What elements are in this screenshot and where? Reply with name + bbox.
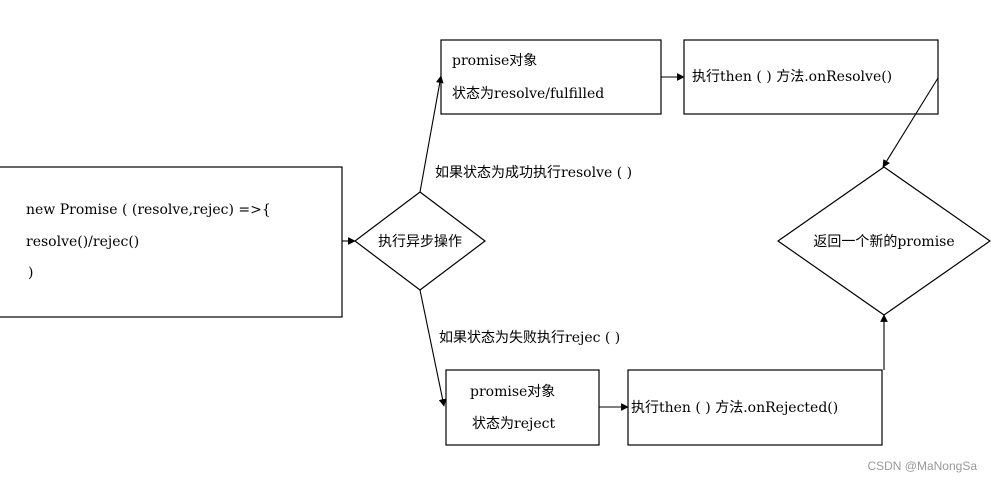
start-box: new Promise ( (resolve,rejec) =>{ resolv… [0, 166, 343, 318]
then-reject-box: 执行then ( ) 方法.onRejected() [627, 369, 883, 446]
then-reject-label: 执行then ( ) 方法.onRejected() [631, 400, 838, 416]
fulfilled-box: promise对象 状态为resolve/fulfilled [440, 39, 662, 115]
then-resolve-label: 执行then ( ) 方法.onResolve() [692, 69, 892, 85]
start-box-line3: ) [28, 265, 33, 281]
fulfilled-box-line2: 状态为resolve/fulfilled [452, 86, 604, 102]
rejected-box-line2: 状态为reject [472, 416, 555, 432]
arrow-async-to-fulfilled [419, 75, 444, 193]
new-promise-label: 返回一个新的promise [813, 234, 954, 250]
async-diamond-label: 执行异步操作 [378, 234, 462, 250]
success-branch-label: 如果状态为成功执行resolve ( ) [435, 165, 632, 181]
rejected-box: promise对象 状态为reject [445, 369, 600, 446]
watermark: CSDN @MaNongSa [867, 459, 977, 473]
start-box-line1: new Promise ( (resolve,rejec) =>{ [26, 202, 271, 218]
new-promise-diamond: 返回一个新的promise [776, 166, 991, 316]
then-resolve-box: 执行then ( ) 方法.onResolve() [683, 39, 939, 115]
rejected-box-line1: promise对象 [470, 384, 555, 400]
arrow-then-resolve-to-new-promise [882, 77, 939, 168]
arrow-async-to-rejected [419, 289, 447, 407]
start-box-line2: resolve()/rejec() [26, 234, 139, 250]
fail-branch-label: 如果状态为失败执行rejec ( ) [439, 330, 620, 346]
async-diamond: 执行异步操作 [354, 191, 486, 291]
fulfilled-box-line1: promise对象 [452, 53, 537, 69]
